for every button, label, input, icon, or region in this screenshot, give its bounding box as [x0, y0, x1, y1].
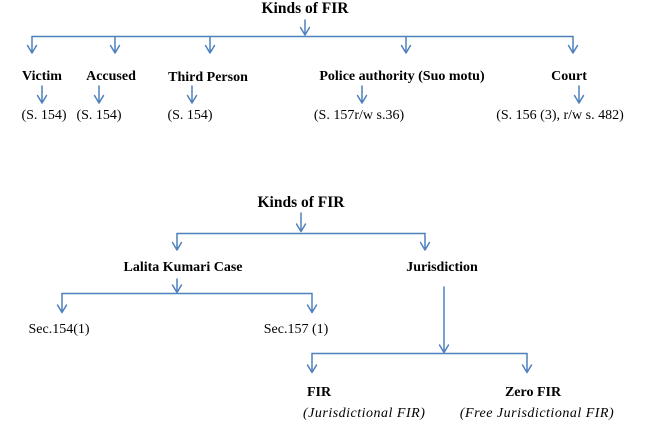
top-drop-arrow-accused — [109, 35, 121, 54]
branch-label-jurisdiction: Jurisdiction — [406, 260, 478, 275]
top-drop-arrow-third-person — [204, 35, 216, 54]
top-tree-connectors — [26, 19, 585, 104]
branch-label-court: Court — [551, 69, 587, 84]
branch-section-police-authority: (S. 157r/w s.36) — [313, 108, 405, 123]
leaf-label-fir: FIR — [307, 385, 332, 400]
top-drop-arrow-court — [567, 35, 579, 54]
section-arrow-court — [573, 85, 585, 104]
branch-section-accused: (S. 154) — [76, 108, 122, 123]
section-arrow-victim — [36, 85, 48, 104]
drop-arrow-sec157 — [306, 292, 318, 314]
bottom-tree-title: Kinds of FIR — [257, 194, 345, 211]
branch-label-third-person: Third Person — [168, 70, 248, 85]
branch-section-court: (S. 156 (3), r/w s. 482) — [496, 108, 624, 123]
branch-label-victim: Victim — [22, 69, 62, 84]
drop-arrow-lalita — [171, 232, 183, 251]
leaf-subtitle-jurisdictional-fir: (Jurisdictional FIR) — [303, 406, 426, 421]
leaf-subtitle-free-jurisdictional-fir: (Free Jurisdictional FIR) — [459, 406, 615, 421]
top-tree-title: Kinds of FIR — [261, 0, 349, 17]
jurisdiction-down-arrow — [438, 286, 450, 354]
leaf-label-zero-fir: Zero FIR — [504, 385, 562, 400]
top-drop-arrow-police — [400, 35, 412, 54]
section-arrow-police — [356, 85, 368, 104]
branch-label-accused: Accused — [86, 69, 136, 84]
drop-arrow-zero-fir — [521, 352, 533, 374]
drop-arrow-sec154 — [56, 292, 68, 314]
bottom-root-arrow — [295, 212, 307, 233]
section-arrow-third-person — [186, 85, 198, 104]
bottom-tree-connectors — [56, 212, 533, 374]
drop-arrow-fir — [306, 352, 318, 374]
section-arrow-accused — [93, 85, 105, 104]
top-drop-arrow-victim — [26, 35, 38, 54]
leaf-label-sec-154-1: Sec.154(1) — [28, 322, 90, 337]
leaf-label-sec-157-1: Sec.157 (1) — [263, 322, 329, 337]
branch-section-victim: (S. 154) — [21, 108, 67, 123]
branch-label-police-authority: Police authority (Suo motu) — [319, 69, 485, 84]
branch-label-lalita-kumari-case: Lalita Kumari Case — [123, 260, 243, 275]
lalita-down-arrow — [171, 278, 183, 294]
drop-arrow-jurisdiction — [419, 232, 431, 251]
branch-section-third-person: (S. 154) — [167, 108, 213, 123]
top-root-arrow — [299, 19, 311, 36]
